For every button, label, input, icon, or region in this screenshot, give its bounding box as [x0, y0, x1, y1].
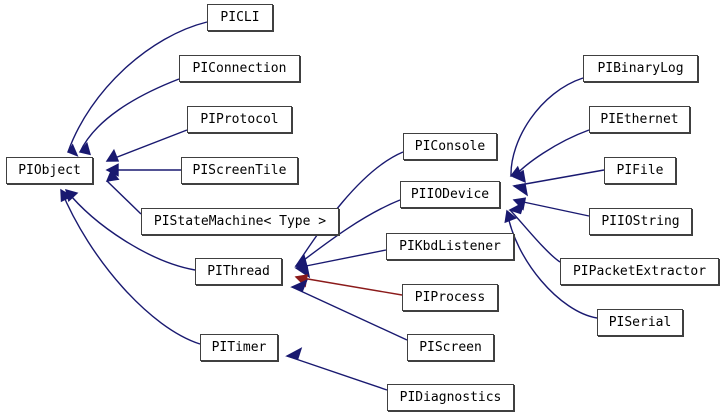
class-node-pibinarylog[interactable]: PIBinaryLog [583, 55, 698, 82]
class-node-piscreentile[interactable]: PIScreenTile [181, 157, 298, 184]
class-node-pidiagnostics[interactable]: PIDiagnostics [387, 384, 514, 411]
class-node-pistatemachine[interactable]: PIStateMachine< Type > [141, 208, 339, 235]
class-node-piserial[interactable]: PISerial [597, 309, 683, 336]
class-node-piconnection[interactable]: PIConnection [179, 55, 300, 82]
class-node-piprotocol[interactable]: PIProtocol [187, 106, 292, 133]
class-node-pithread[interactable]: PIThread [195, 258, 282, 285]
class-node-piiodevice[interactable]: PIIODevice [400, 181, 500, 208]
class-node-piprocess[interactable]: PIProcess [402, 284, 498, 311]
class-node-piscreen[interactable]: PIScreen [407, 334, 494, 361]
class-node-pikbdlistener[interactable]: PIKbdListener [386, 233, 514, 260]
class-node-pitimer[interactable]: PITimer [200, 334, 278, 361]
class-node-piethernet[interactable]: PIEthernet [589, 106, 690, 133]
class-node-pipacketextractor[interactable]: PIPacketExtractor [560, 258, 719, 285]
class-node-picli[interactable]: PICLI [207, 4, 273, 31]
class-node-piconsole[interactable]: PIConsole [403, 133, 497, 160]
class-node-pifile[interactable]: PIFile [604, 157, 676, 184]
class-node-piiostring[interactable]: PIIOString [589, 208, 692, 235]
class-node-piobject[interactable]: PIObject [6, 157, 93, 184]
